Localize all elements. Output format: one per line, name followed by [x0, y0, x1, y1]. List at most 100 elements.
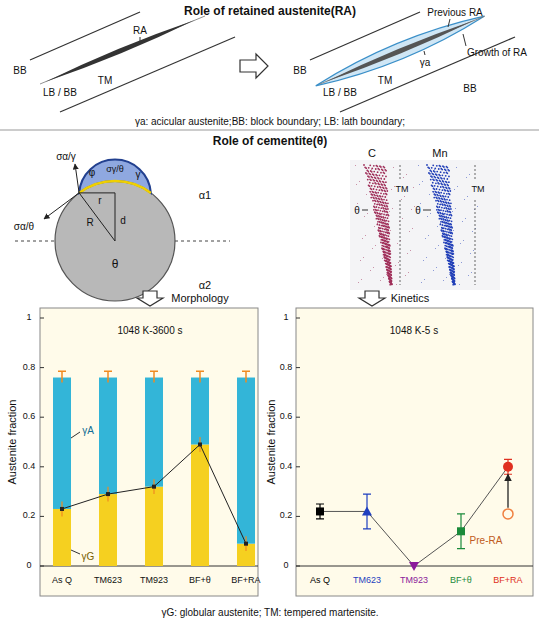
atom-dot	[450, 269, 452, 271]
atom-dot	[439, 180, 441, 182]
atom-dot	[449, 258, 451, 260]
atom-dot	[443, 181, 445, 183]
atom-dot	[432, 185, 434, 187]
atom-dot	[389, 262, 391, 264]
atom-dot	[438, 165, 440, 167]
atom-dot	[445, 181, 447, 183]
atom-dot	[447, 185, 449, 187]
atom-dot	[443, 227, 445, 229]
atom-dot	[451, 232, 453, 234]
atom-dot	[439, 198, 441, 200]
atom-dot	[441, 203, 443, 205]
atom-dot	[447, 169, 449, 171]
atom-dot	[386, 188, 388, 190]
atom-dot	[430, 179, 432, 181]
atom-dot	[444, 233, 446, 235]
atom-dot	[446, 178, 448, 180]
atom-dot	[379, 165, 381, 167]
label-text: TM623	[353, 576, 381, 586]
atom-dot	[369, 182, 371, 184]
atom-dot	[374, 176, 376, 178]
atom-dot	[444, 189, 446, 191]
tension-arrow	[44, 193, 79, 219]
atom-dot	[446, 239, 448, 241]
atom-dot	[443, 192, 445, 194]
label-text: 0.2	[280, 511, 293, 521]
matrix-dot	[445, 258, 446, 259]
lath-boundary	[40, 16, 205, 84]
matrix-dot	[393, 167, 394, 168]
tick-mark	[296, 516, 300, 517]
matrix-dot	[385, 255, 386, 256]
atom-dot	[366, 170, 368, 172]
atom-dot	[390, 274, 392, 276]
atom-dot	[385, 258, 387, 260]
atom-dot	[450, 238, 452, 240]
atom-dot	[377, 213, 379, 215]
atom-dot	[390, 282, 392, 284]
atom-dot	[386, 211, 388, 213]
atom-dot	[450, 272, 452, 274]
atom-dot	[367, 179, 369, 181]
atom-dot	[440, 168, 442, 170]
atom-dot	[443, 196, 445, 198]
atom-dot	[446, 254, 448, 256]
atom-dot	[447, 260, 449, 262]
atom-dot	[453, 274, 455, 276]
retained-austenite	[325, 20, 475, 82]
atom-dot	[446, 222, 448, 224]
atom-dot	[452, 262, 454, 264]
label-text: TM	[378, 75, 392, 86]
atom-dot	[453, 268, 455, 270]
atom-dot	[388, 281, 390, 283]
atom-dot	[386, 240, 388, 242]
matrix-dot	[378, 182, 379, 183]
atom-dot	[387, 259, 389, 261]
lath-figure	[310, 12, 515, 112]
atom-dot	[375, 177, 377, 179]
atom-dot	[382, 236, 384, 238]
atom-dot	[443, 166, 445, 168]
matrix-dot	[424, 279, 425, 280]
matrix-dot	[402, 218, 403, 219]
atom-dot	[448, 176, 450, 178]
atom-dot	[382, 228, 384, 230]
scale-line	[475, 165, 476, 180]
atom-dot	[365, 172, 367, 174]
atom-dot	[444, 216, 446, 218]
atom-dot	[438, 168, 440, 170]
atom-dot	[386, 194, 388, 196]
matrix-dot	[438, 245, 439, 246]
atom-dot	[451, 250, 453, 252]
label-text: TM	[98, 75, 112, 86]
atom-dot	[370, 197, 372, 199]
atom-dot	[388, 252, 390, 254]
atom-dot	[379, 213, 381, 215]
atom-dot	[389, 278, 391, 280]
atom-dot	[368, 184, 370, 186]
matrix-dot	[414, 206, 415, 207]
matrix-dot	[456, 167, 457, 168]
atom-dot	[381, 247, 383, 249]
matrix-dot	[446, 277, 447, 278]
atom-dot	[446, 214, 448, 216]
atom-dot	[384, 205, 386, 207]
atom-dot	[432, 174, 434, 176]
atom-dot	[383, 217, 385, 219]
label-text: Mn	[432, 147, 447, 159]
atom-dot	[451, 220, 453, 222]
label-text: 0.4	[23, 462, 36, 472]
atom-dot	[386, 266, 388, 268]
atom-dot	[438, 209, 440, 211]
cementite-particle	[55, 181, 175, 301]
matrix-dot	[421, 282, 422, 283]
label-text: γA	[82, 425, 94, 436]
atom-dot	[434, 168, 436, 170]
atom-dot	[386, 258, 388, 260]
atom-dot	[383, 242, 385, 244]
atom-dot	[385, 214, 387, 216]
matrix-dot	[458, 265, 459, 266]
matrix-dot	[369, 191, 370, 192]
